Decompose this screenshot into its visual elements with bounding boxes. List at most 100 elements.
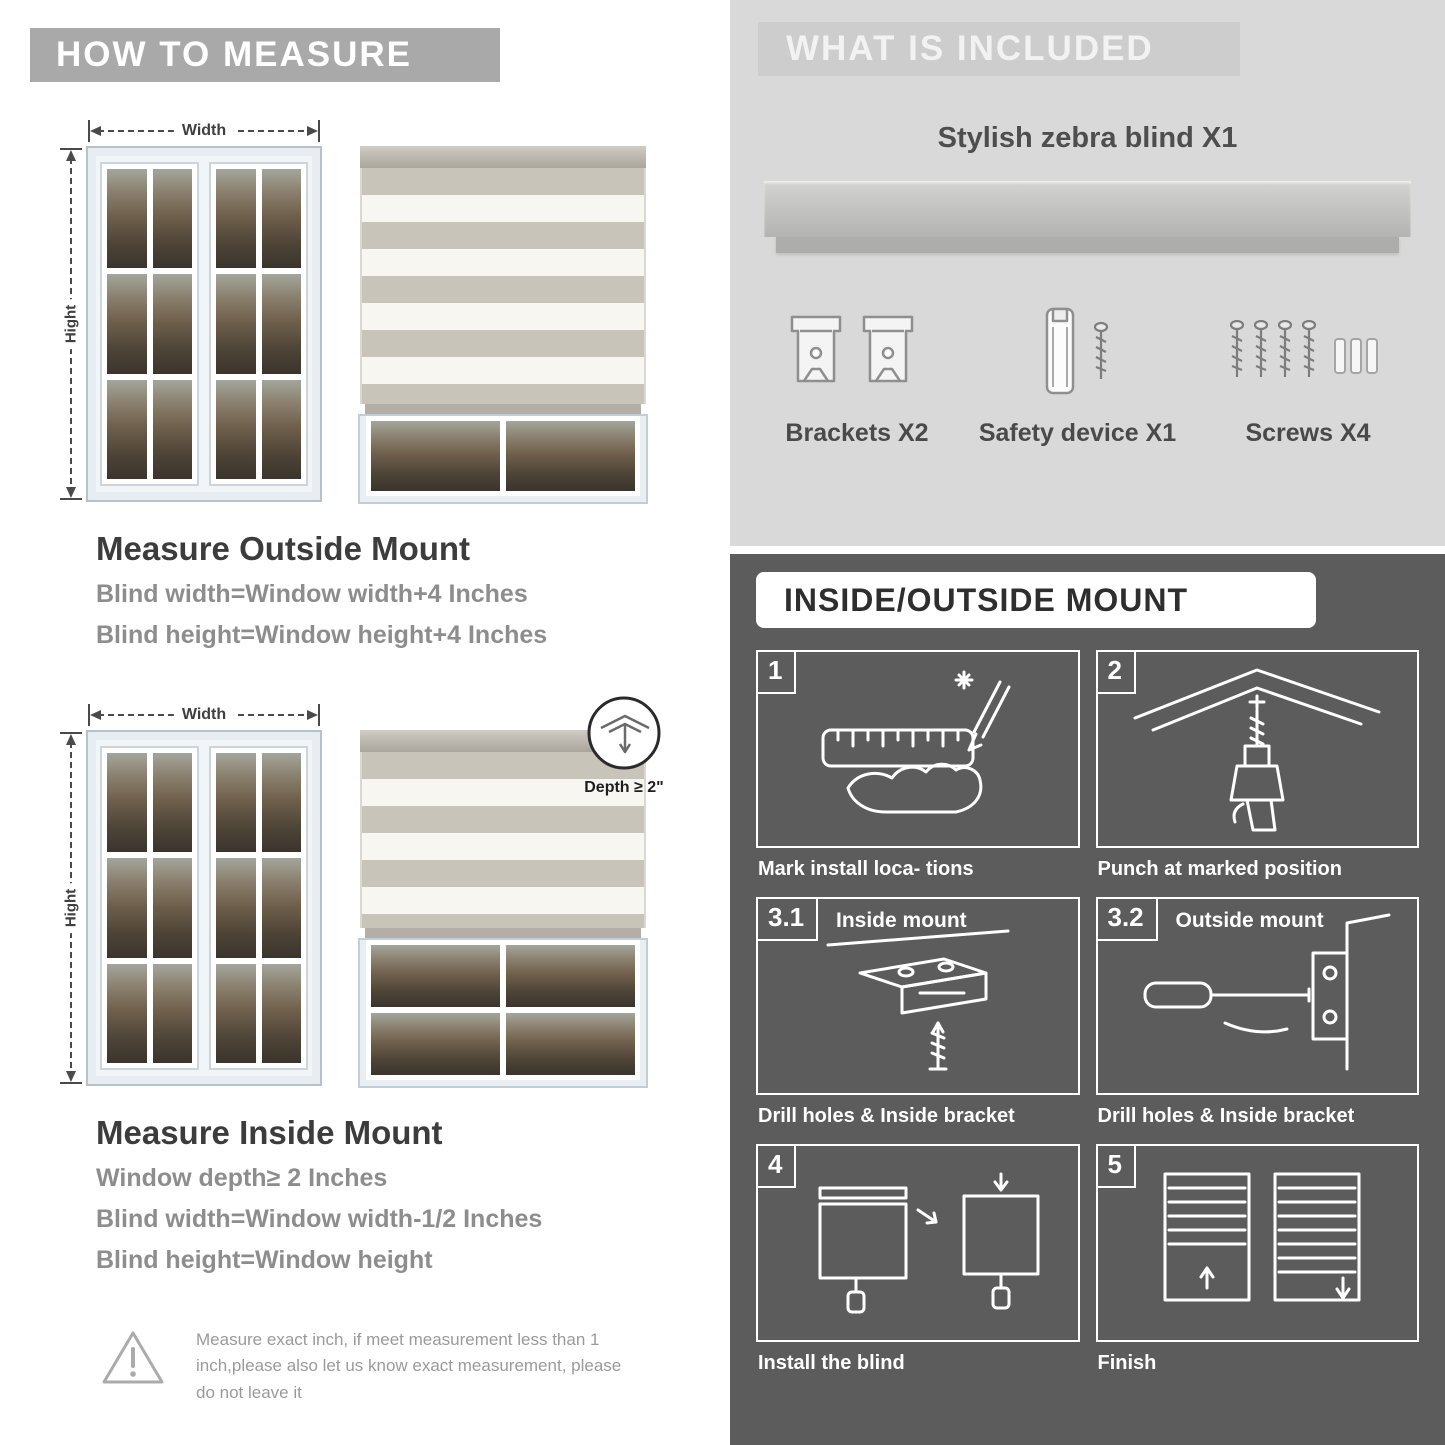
window-below-blind bbox=[358, 414, 648, 504]
window-sash bbox=[209, 162, 308, 486]
window-pane bbox=[216, 753, 256, 853]
window-pane bbox=[261, 753, 301, 853]
blind-stripes bbox=[360, 168, 646, 404]
step-4: 4 bbox=[756, 1144, 1080, 1391]
headrail-top bbox=[764, 181, 1411, 237]
step-1-number: 1 bbox=[758, 652, 797, 694]
window-illustration bbox=[86, 146, 322, 502]
window-with-dimensions: Width Hight bbox=[56, 700, 322, 1086]
window-pane bbox=[506, 421, 635, 491]
step-3-2-label: Outside mount bbox=[1175, 909, 1324, 932]
blind-stripes bbox=[360, 752, 646, 928]
window-pane bbox=[152, 379, 192, 479]
step-2-number: 2 bbox=[1097, 652, 1136, 694]
height-dimension: Hight bbox=[56, 730, 86, 1086]
headrail-image bbox=[764, 181, 1411, 253]
window-pane bbox=[261, 169, 301, 269]
window-pane bbox=[216, 169, 256, 269]
how-to-measure-title: HOW TO MEASURE bbox=[56, 35, 412, 74]
window-pane bbox=[216, 379, 256, 479]
step-1: 1 Mark install loca- tions bbox=[756, 650, 1080, 897]
brackets-item: Brackets X2 bbox=[782, 303, 932, 448]
window-pane bbox=[371, 1013, 500, 1075]
inside-bracket-icon bbox=[826, 929, 1010, 1071]
step-1-caption: Mark install loca- tions bbox=[758, 858, 974, 880]
brackets-icon bbox=[790, 315, 914, 383]
step-4-panel: 4 bbox=[756, 1144, 1080, 1342]
warning-text: Measure exact inch, if meet measurement … bbox=[196, 1330, 622, 1402]
blind-bottomrail bbox=[365, 928, 641, 940]
step-4-caption: Install the blind bbox=[758, 1352, 905, 1374]
depth-corner-icon bbox=[587, 696, 661, 770]
window-pane bbox=[261, 379, 301, 479]
zebra-blind-inside-illustration: Depth ≥ 2" bbox=[358, 696, 664, 1088]
step-2: 2 bbox=[1095, 650, 1419, 897]
inside-mount-figure: Width Hight bbox=[56, 696, 722, 1088]
what-is-included-title: WHAT IS INCLUDED bbox=[786, 29, 1154, 68]
window-below-blind bbox=[358, 938, 648, 1088]
screws-item: Screws X4 bbox=[1223, 303, 1393, 448]
step-5-panel: 5 bbox=[1095, 1144, 1419, 1342]
step-3-1-label: Inside mount bbox=[836, 909, 967, 932]
step-5-caption: Finish bbox=[1097, 1352, 1157, 1374]
outside-mount-title: Measure Outside Mount bbox=[96, 530, 471, 567]
safety-device-item: Safety device X1 bbox=[979, 303, 1176, 448]
window-sash bbox=[100, 162, 199, 486]
step-3-1-number: 3.1 bbox=[758, 899, 819, 941]
window-with-dimensions: Width Hight bbox=[56, 116, 322, 502]
what-is-included-banner: WHAT IS INCLUDED bbox=[758, 22, 1240, 76]
step-1-panel: 1 bbox=[756, 650, 1080, 848]
product-name: Stylish zebra blind X1 bbox=[937, 122, 1238, 154]
window-illustration bbox=[86, 730, 322, 1086]
headrail-lip bbox=[776, 237, 1399, 253]
step-3-2-number: 3.2 bbox=[1097, 899, 1158, 941]
blind-bottomrail bbox=[365, 404, 641, 416]
blind-headrail bbox=[360, 730, 646, 752]
step-3-2: 3.2 Outside mount bbox=[1095, 897, 1419, 1144]
window-pane bbox=[107, 169, 147, 269]
inside-outside-mount-section: INSIDE/OUTSIDE MOUNT 1 bbox=[730, 554, 1445, 1445]
warning-icon bbox=[102, 1331, 164, 1384]
screws-label: Screws X4 bbox=[1245, 419, 1371, 447]
width-dimension: Width bbox=[86, 700, 322, 730]
window-pane bbox=[152, 858, 192, 958]
step-2-caption: Punch at marked position bbox=[1097, 858, 1342, 880]
width-label: Width bbox=[173, 706, 235, 724]
window-pane bbox=[152, 169, 192, 269]
step-3-2-caption: Drill holes & Inside bracket bbox=[1097, 1105, 1355, 1127]
height-label: Hight bbox=[62, 298, 80, 350]
window-pane bbox=[371, 421, 500, 491]
inside-width-formula: Blind width=Window width-1/2 Inches bbox=[96, 1205, 543, 1233]
finish-icon bbox=[1163, 1172, 1361, 1302]
width-label: Width bbox=[173, 122, 235, 140]
how-to-measure-section: HOW TO MEASURE Width bbox=[0, 0, 722, 1445]
window-pane bbox=[152, 753, 192, 853]
height-label: Hight bbox=[62, 882, 80, 934]
measurement-warning: Measure exact inch, if meet measurement … bbox=[100, 1327, 660, 1406]
step-5-number: 5 bbox=[1097, 1146, 1136, 1188]
included-items-row: Brackets X2 bbox=[730, 303, 1445, 448]
what-is-included-section: WHAT IS INCLUDED Stylish zebra blind X1 bbox=[730, 0, 1445, 546]
window-pane bbox=[506, 945, 635, 1007]
window-pane bbox=[152, 963, 192, 1063]
window-sash bbox=[209, 746, 308, 1070]
depth-callout: Depth ≥ 2" bbox=[568, 694, 680, 797]
step-3-1-caption: Drill holes & Inside bracket bbox=[758, 1105, 1015, 1127]
safety-device-icon bbox=[1045, 307, 1108, 395]
step-2-panel: 2 bbox=[1095, 650, 1419, 848]
window-pane bbox=[216, 963, 256, 1063]
mark-location-icon bbox=[821, 670, 1011, 814]
window-sash bbox=[100, 746, 199, 1070]
how-to-measure-banner: HOW TO MEASURE bbox=[30, 28, 500, 82]
zebra-blind-outside-illustration bbox=[358, 146, 648, 504]
window-pane bbox=[261, 274, 301, 374]
step-3-1-panel: 3.1 Inside mount bbox=[756, 897, 1080, 1095]
step-5: 5 Finish bbox=[1095, 1144, 1419, 1391]
inside-height-formula: Blind height=Window height bbox=[96, 1246, 433, 1274]
outside-width-formula: Blind width=Window width+4 Inches bbox=[96, 580, 528, 608]
window-pane bbox=[216, 858, 256, 958]
window-pane bbox=[506, 1013, 635, 1075]
outside-bracket-icon bbox=[1143, 913, 1391, 1071]
inside-depth-formula: Window depth≥ 2 Inches bbox=[96, 1164, 388, 1192]
